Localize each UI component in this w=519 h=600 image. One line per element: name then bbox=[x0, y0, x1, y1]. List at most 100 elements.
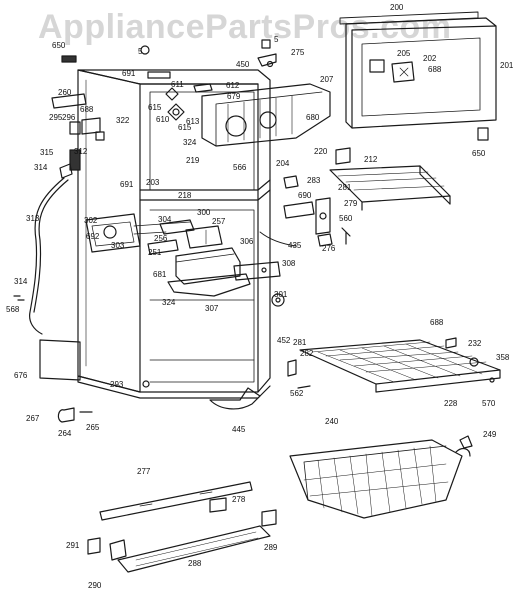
part-callout-278: 278 bbox=[232, 495, 246, 504]
part-callout-566: 566 bbox=[233, 163, 247, 172]
cabinet bbox=[77, 69, 271, 399]
part-callout-276: 276 bbox=[322, 244, 336, 253]
part-callout-212: 212 bbox=[364, 155, 378, 164]
part-callout-435: 435 bbox=[288, 241, 302, 250]
part-callout-680: 680 bbox=[306, 113, 320, 122]
part-callout-560: 560 bbox=[339, 214, 353, 223]
part-callout-688: 688 bbox=[80, 105, 94, 114]
part-callout-264: 264 bbox=[58, 429, 72, 438]
part-callout-240: 240 bbox=[325, 417, 339, 426]
part-callout-610: 610 bbox=[156, 115, 170, 124]
part-callout-303: 303 bbox=[111, 241, 125, 250]
part-callout-690: 690 bbox=[298, 191, 312, 200]
part-callout-281: 281 bbox=[338, 183, 352, 192]
part-callout-205: 205 bbox=[397, 49, 411, 58]
part-callout-612: 612 bbox=[226, 81, 240, 90]
temperature-control bbox=[85, 213, 223, 255]
part-callout-281: 281 bbox=[293, 338, 307, 347]
part-callout-313: 313 bbox=[26, 214, 40, 223]
part-callout-302: 302 bbox=[84, 216, 98, 225]
bottom-grille-rails bbox=[87, 481, 277, 573]
part-callout-306: 306 bbox=[240, 237, 254, 246]
part-callout-220: 220 bbox=[314, 147, 328, 156]
part-callout-322: 322 bbox=[116, 116, 130, 125]
part-callout-207: 207 bbox=[320, 75, 334, 84]
small-hardware bbox=[13, 295, 495, 449]
part-callout-681: 681 bbox=[153, 270, 167, 279]
part-callout-315: 315 bbox=[40, 148, 54, 157]
part-callout-228: 228 bbox=[444, 399, 458, 408]
part-callout-275: 275 bbox=[291, 48, 305, 57]
freezer-door bbox=[339, 11, 497, 141]
part-callout-218: 218 bbox=[178, 191, 192, 200]
part-callout-450: 450 bbox=[236, 60, 250, 69]
part-callout-611: 611 bbox=[171, 80, 184, 89]
part-callout-308: 308 bbox=[282, 259, 296, 268]
part-callout-300: 300 bbox=[197, 208, 211, 217]
part-callout-267: 267 bbox=[26, 414, 40, 423]
part-callout-688: 688 bbox=[428, 65, 442, 74]
watermark: AppliancePartsPros.com bbox=[38, 8, 452, 46]
part-callout-279: 279 bbox=[344, 199, 358, 208]
part-callout-650: 650 bbox=[472, 149, 486, 158]
part-callout-307: 307 bbox=[205, 304, 219, 313]
part-callout-260: 260 bbox=[58, 88, 72, 97]
part-callout-289: 289 bbox=[264, 543, 278, 552]
part-callout-676: 676 bbox=[14, 371, 28, 380]
part-callout-249: 249 bbox=[483, 430, 497, 439]
part-callout-615: 615 bbox=[178, 123, 192, 132]
top-hinge-parts bbox=[61, 39, 277, 93]
part-callout-314: 314 bbox=[34, 163, 48, 172]
part-callout-288: 288 bbox=[188, 559, 202, 568]
part-callout-691: 691 bbox=[122, 69, 136, 78]
part-callout-615: 615 bbox=[148, 103, 162, 112]
part-callout-5: 5 bbox=[274, 35, 279, 44]
part-callout-679: 679 bbox=[227, 92, 241, 101]
evaporator-assembly bbox=[165, 83, 331, 147]
part-callout-219: 219 bbox=[186, 156, 200, 165]
part-callout-570: 570 bbox=[482, 399, 496, 408]
part-callout-358: 358 bbox=[496, 353, 510, 362]
part-callout-203: 203 bbox=[146, 178, 160, 187]
part-callout-277: 277 bbox=[137, 467, 151, 476]
part-callout-290: 290 bbox=[88, 581, 102, 590]
part-callout-295: 295 bbox=[49, 113, 63, 122]
part-callout-282: 282 bbox=[300, 349, 314, 358]
refrigerator-wire-shelf bbox=[299, 339, 501, 393]
part-callout-256: 256 bbox=[154, 234, 168, 243]
crisper-basket bbox=[289, 439, 471, 519]
part-callout-232: 232 bbox=[468, 339, 482, 348]
part-callout-265: 265 bbox=[86, 423, 100, 432]
part-callout-291: 291 bbox=[66, 541, 80, 550]
part-callout-452: 452 bbox=[277, 336, 291, 345]
hinge-hardware bbox=[259, 147, 351, 307]
part-callout-296: 296 bbox=[62, 113, 76, 122]
part-callout-562: 562 bbox=[290, 389, 304, 398]
part-callout-445: 445 bbox=[232, 425, 246, 434]
part-callout-650: 650 bbox=[52, 41, 66, 50]
part-callout-324: 324 bbox=[183, 138, 197, 147]
part-callout-202: 202 bbox=[423, 54, 437, 63]
part-callout-200: 200 bbox=[390, 3, 404, 12]
freezer-wire-shelf bbox=[329, 165, 451, 211]
part-callout-312: 312 bbox=[74, 147, 88, 156]
part-callout-691: 691 bbox=[120, 180, 134, 189]
part-callout-688: 688 bbox=[430, 318, 444, 327]
light-housing bbox=[167, 247, 281, 297]
door-handle bbox=[51, 93, 105, 179]
part-callout-304: 304 bbox=[158, 215, 172, 224]
part-callout-201: 201 bbox=[500, 61, 514, 70]
part-callout-257: 257 bbox=[212, 217, 226, 226]
part-callout-293: 293 bbox=[110, 380, 124, 389]
part-callout-324: 324 bbox=[162, 298, 176, 307]
part-callout-568: 568 bbox=[6, 305, 20, 314]
part-callout-283: 283 bbox=[307, 176, 321, 185]
part-callout-301: 301 bbox=[274, 290, 288, 299]
part-callout-314: 314 bbox=[14, 277, 28, 286]
part-callout-692: 692 bbox=[86, 232, 100, 241]
part-callout-251: 251 bbox=[148, 248, 162, 257]
part-callout-613: 613 bbox=[186, 117, 200, 126]
